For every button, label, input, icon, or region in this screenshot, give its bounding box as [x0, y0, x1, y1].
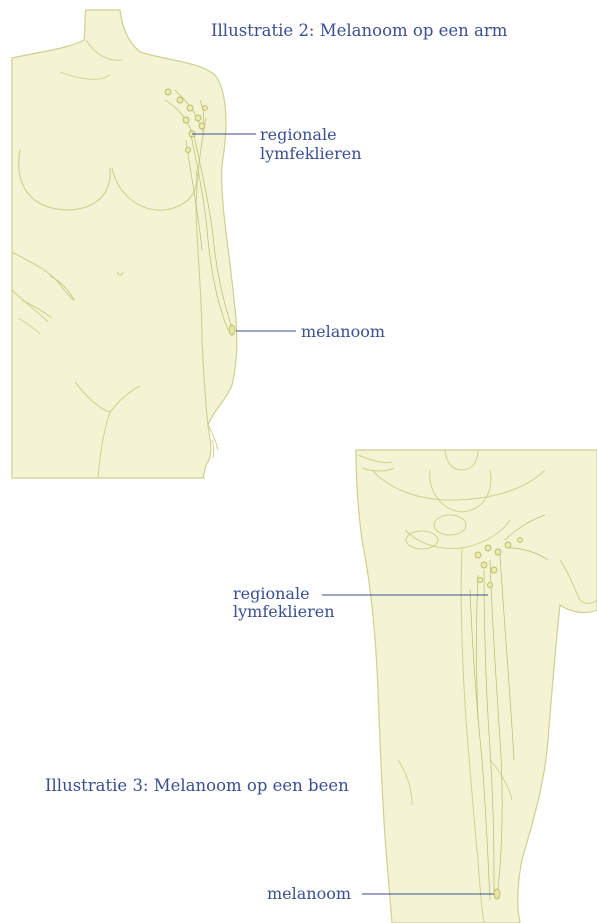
leg-lymph-callout-line2: lymfeklieren: [233, 602, 335, 621]
arm-lymph-callout-line1: regionale: [260, 125, 337, 144]
arm-lymph-callout-line2: lymfeklieren: [260, 144, 362, 163]
leg-lymph-callout-line1: regionale: [233, 584, 310, 603]
leg-melanoma-callout-label: melanoom: [267, 884, 351, 903]
arm-figure-caption: Illustratie 2: Melanoom op een arm: [211, 21, 507, 40]
leg-figure: [356, 450, 597, 923]
arm-melanoma-callout-label: melanoom: [301, 322, 385, 341]
leg-figure-caption: Illustratie 3: Melanoom op een been: [45, 776, 349, 795]
leg-melanoma-spot: [494, 889, 500, 899]
